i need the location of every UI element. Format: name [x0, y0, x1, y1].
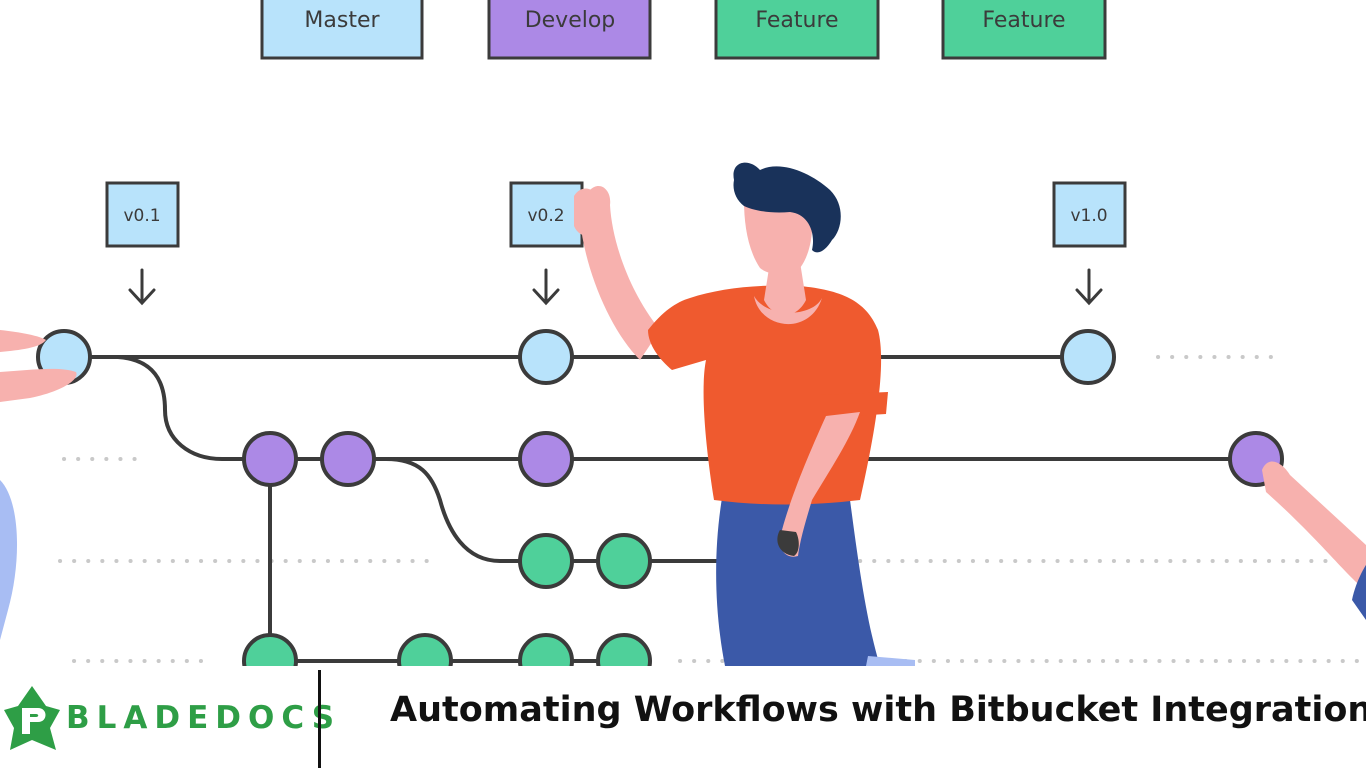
arrow-down-icon	[1075, 268, 1103, 306]
brand-wordmark: BLADEDOCS	[66, 700, 342, 736]
commit-node-feature	[596, 533, 652, 589]
commit-node-develop	[320, 431, 376, 487]
bladedocs-logo-icon	[4, 686, 60, 750]
commit-node-master	[518, 329, 574, 385]
commit-node-feature	[242, 633, 298, 666]
branch-label-develop: Develop	[525, 8, 616, 33]
branch-box-feature-2: Feature	[941, 0, 1107, 60]
commit-node-feature	[518, 633, 574, 666]
tag-v0-2: v0.2	[509, 181, 584, 306]
tag-label-v0-2: v0.2	[527, 206, 564, 226]
title-banner: BLADEDOCS Automating Workflows with Bitb…	[0, 666, 1366, 768]
commit-node-feature	[596, 633, 652, 666]
branch-label-feature-2: Feature	[982, 8, 1065, 33]
page-title: Automating Workflows with Bitbucket Inte…	[390, 690, 1366, 730]
commit-node-feature	[397, 633, 453, 666]
arrow-down-icon	[532, 268, 560, 306]
person-illustration	[574, 162, 915, 666]
branch-box-master: Master	[260, 0, 424, 60]
commit-node-develop	[242, 431, 298, 487]
version-tags: v0.1 v0.2 v1.0	[105, 181, 1127, 306]
tag-label-v0-1: v0.1	[123, 206, 160, 226]
tag-label-v1-0: v1.0	[1070, 206, 1107, 226]
branch-box-feature-1: Feature	[714, 0, 880, 60]
tag-v1-0: v1.0	[1052, 181, 1127, 306]
branch-label-feature-1: Feature	[755, 8, 838, 33]
commit-node-feature	[518, 533, 574, 589]
commit-node-master	[1060, 329, 1116, 385]
commit-node-develop	[518, 431, 574, 487]
branch-label-master: Master	[304, 8, 380, 33]
right-arm-illustration	[1262, 461, 1366, 620]
branch-lines	[64, 355, 1256, 663]
git-branching-diagram: Master Develop Feature Feature v0.1 v0.2	[0, 0, 1366, 666]
arrow-down-icon	[128, 268, 156, 306]
branch-legend: Master Develop Feature Feature	[260, 0, 1107, 60]
commit-nodes	[36, 329, 1284, 666]
left-hand-illustration	[0, 330, 77, 640]
tag-v0-1: v0.1	[105, 181, 180, 306]
branch-box-develop: Develop	[487, 0, 652, 60]
banner-divider	[318, 670, 321, 768]
